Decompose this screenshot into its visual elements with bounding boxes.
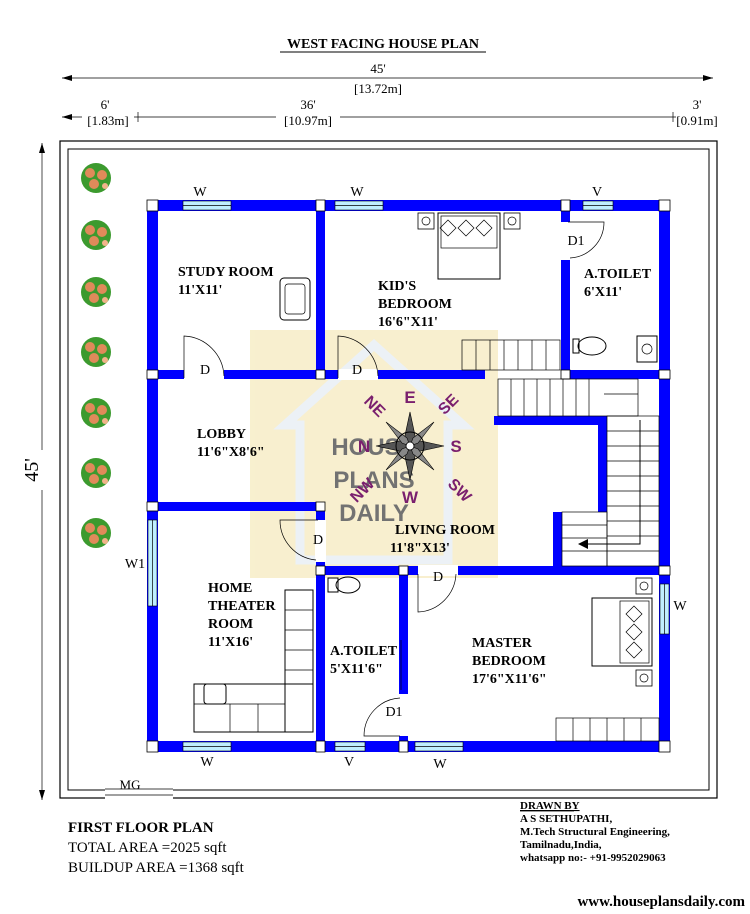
main-gate-label: MG <box>120 777 141 792</box>
living-room-name: LIVING ROOM <box>395 523 495 538</box>
master-name2: BEDROOM <box>472 654 546 669</box>
toilet2-name: A.TOILET <box>330 644 398 659</box>
master-name1: MASTER <box>472 636 533 651</box>
door-label-toilet1: D1 <box>567 234 584 249</box>
website-link[interactable]: www.houseplansdaily.com <box>577 894 745 910</box>
kids-room-name2: BEDROOM <box>378 297 452 312</box>
credits-phone: whatsapp no:- +91-9952029063 <box>520 852 666 864</box>
toilet1-size: 6'X11' <box>584 285 622 300</box>
window-label-study: W <box>193 185 207 200</box>
furniture <box>193 212 660 742</box>
windows <box>147 200 670 752</box>
lobby-size: 11'6"X8'6" <box>197 445 265 460</box>
middle-dim-m: [10.97m] <box>284 113 332 128</box>
overall-dim-ft: 45' <box>370 61 385 76</box>
door-label-master: D <box>433 570 443 585</box>
compass-w: W <box>402 488 419 507</box>
lobby-name: LOBBY <box>197 427 246 442</box>
middle-dim-ft: 36' <box>300 97 315 112</box>
window-label-kids: W <box>350 185 364 200</box>
left-dim-ft: 6' <box>101 97 110 112</box>
compass-rose: E W N S NE SE NW SW <box>347 388 475 507</box>
window-label-bottom-master: W <box>433 757 447 772</box>
compound-wall-outer <box>59 140 718 799</box>
ventilator-label-toilet2: V <box>344 755 354 770</box>
overall-dim-m: [13.72m] <box>354 81 402 96</box>
door-label-study: D <box>200 363 210 378</box>
living-room-size: 11'8"X13' <box>390 541 450 556</box>
armchair-icon <box>279 277 311 321</box>
credits-place: Tamilnadu,India, <box>520 839 602 851</box>
door-label-theater: D <box>313 533 323 548</box>
theater-name3: ROOM <box>208 617 253 632</box>
sofa-icon <box>193 589 314 733</box>
window-label-bottom-theater: W <box>200 755 214 770</box>
side-dim-ft: 45' <box>21 458 43 482</box>
door-label-kids: D <box>352 363 362 378</box>
total-area: TOTAL AREA =2025 sqft <box>68 840 227 856</box>
theater-name2: THEATER <box>208 599 276 614</box>
toilet-icon <box>327 576 361 594</box>
left-dim-m: [1.83m] <box>87 113 129 128</box>
plant-icon <box>81 518 111 548</box>
bed-icon <box>591 577 653 687</box>
plant-icon <box>81 458 111 488</box>
garden-plants <box>81 163 111 548</box>
kids-room-name1: KID'S <box>378 279 416 294</box>
credits-degree: M.Tech Structural Engineering, <box>520 826 670 838</box>
credits-heading: DRAWN BY <box>520 800 580 812</box>
plant-icon <box>81 220 111 250</box>
wardrobe-icon <box>555 717 660 742</box>
watermark-line2: PLANS <box>333 467 414 494</box>
theater-name1: HOME <box>208 581 252 596</box>
credits-name: A S SETHUPATHI, <box>520 813 612 825</box>
compass-s: S <box>450 437 461 456</box>
toilet2-size: 5'X11'6" <box>330 662 383 677</box>
master-size: 17'6"X11'6" <box>472 672 547 687</box>
toilet-icon <box>572 335 658 363</box>
floor-plan-label: FIRST FLOOR PLAN <box>68 820 214 836</box>
window-label-master: W <box>673 599 687 614</box>
bed-icon <box>417 212 521 280</box>
toilet1-name: A.TOILET <box>584 267 652 282</box>
plan-title: WEST FACING HOUSE PLAN <box>287 37 479 52</box>
watermark-line3: DAILY <box>339 500 409 527</box>
plant-icon <box>81 277 111 307</box>
kids-room-size: 16'6"X11' <box>378 315 438 330</box>
plant-icon <box>81 398 111 428</box>
plant-icon <box>81 163 111 193</box>
buildup-area: BUILDUP AREA =1368 sqft <box>68 860 245 876</box>
right-dim-ft: 3' <box>693 97 702 112</box>
ventilator-label-toilet1: V <box>592 185 602 200</box>
door-label-toilet2: D1 <box>385 705 402 720</box>
theater-size: 11'X16' <box>208 635 253 650</box>
room-labels: STUDY ROOM 11'X11' KID'S BEDROOM 16'6"X1… <box>178 265 652 687</box>
study-room-name: STUDY ROOM <box>178 265 274 280</box>
plant-icon <box>81 337 111 367</box>
compass-e: E <box>404 388 415 407</box>
right-dim-m: [0.91m] <box>676 113 718 128</box>
staircase <box>461 339 660 567</box>
window-label-theater: W1 <box>125 557 145 572</box>
study-room-size: 11'X11' <box>178 283 222 298</box>
doors: D D D1 D D D1 <box>183 221 605 737</box>
columns <box>146 199 671 753</box>
compound-wall-inner <box>67 148 710 791</box>
compass-n: N <box>358 437 370 456</box>
